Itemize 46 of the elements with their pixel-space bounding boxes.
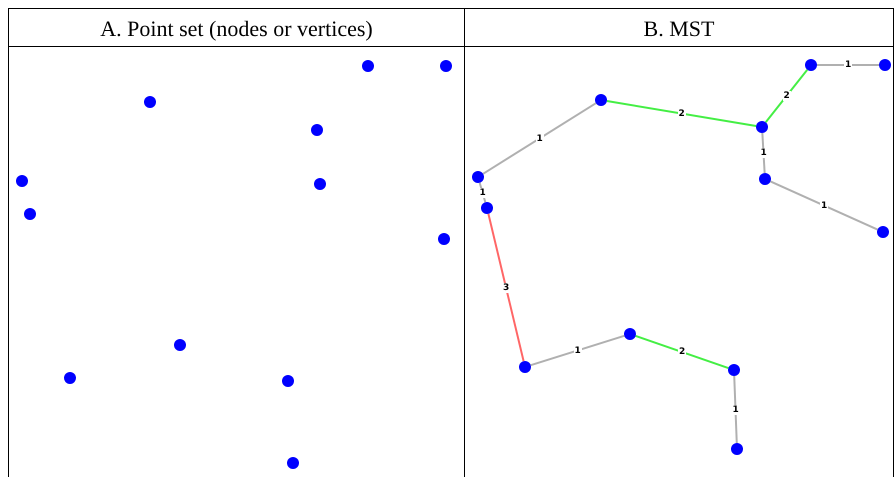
point-dot [287, 457, 299, 469]
point-dot [24, 208, 36, 220]
edge-label: 1 [760, 148, 768, 158]
edge-label: 1 [820, 200, 828, 210]
panel-heading: B. MST [642, 16, 716, 42]
tree-edge [606, 100, 756, 127]
point-dot [877, 226, 889, 238]
point-dot [440, 60, 452, 72]
tree-edge [770, 180, 878, 230]
tree-edge [487, 214, 525, 362]
tree-edge [733, 376, 738, 444]
edge-label: 1 [844, 60, 852, 70]
point-dot [314, 178, 326, 190]
tree-edge [530, 334, 625, 366]
tree-edge [482, 102, 596, 175]
point-dot [728, 364, 740, 376]
edge-label: 2 [678, 108, 686, 118]
tree-edge [635, 335, 729, 369]
point-dot [438, 233, 450, 245]
edge-label: 1 [536, 134, 544, 144]
edge-label: 2 [678, 347, 686, 357]
point-dot [759, 173, 771, 185]
point-dot [731, 443, 743, 455]
tree-edge [817, 64, 879, 66]
point-dot [879, 59, 891, 71]
point-dot [174, 339, 186, 351]
edge-label: 1 [574, 346, 582, 356]
edge-label: 2 [782, 91, 791, 101]
point-dot [595, 94, 607, 106]
edge-label: 3 [502, 282, 510, 292]
panel-heading: A. Point set (nodes or vertices) [99, 16, 374, 42]
point-dot [519, 361, 531, 373]
point-dot [144, 96, 156, 108]
panel [8, 8, 465, 477]
point-dot [362, 60, 374, 72]
point-dot [756, 121, 768, 133]
point-dot [805, 59, 817, 71]
point-dot [481, 202, 493, 214]
point-dot [282, 375, 294, 387]
edge-label: 1 [478, 188, 487, 198]
point-dot [311, 124, 323, 136]
point-dot [16, 175, 28, 187]
point-dot [472, 171, 484, 183]
edge-label: 1 [732, 404, 740, 414]
point-dot [64, 372, 76, 384]
point-dot [624, 328, 636, 340]
